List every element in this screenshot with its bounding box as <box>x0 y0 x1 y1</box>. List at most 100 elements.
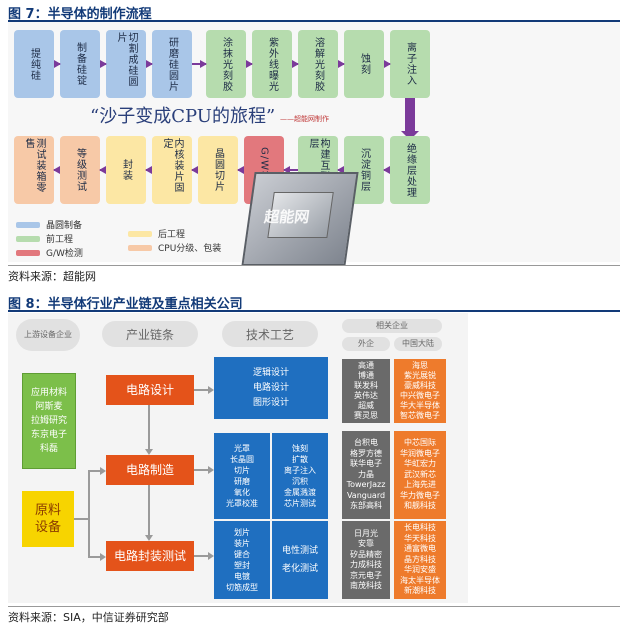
legend-label: 晶圆制备 <box>46 221 83 231</box>
connector-arrowhead <box>100 553 106 561</box>
company-list: 海思 紫光展锐 豪威科技 中兴微电子 华大半导体 智芯微电子 <box>400 361 440 421</box>
step-label: 研磨硅圆片 <box>166 36 178 92</box>
connector-arrowhead <box>208 552 214 560</box>
company: 豪威科技 <box>404 381 436 390</box>
company: 联发科 <box>354 381 378 390</box>
flow-arrow <box>191 166 198 174</box>
header-tech: 技术工艺 <box>222 321 318 347</box>
tech-manufacture-left-box: 光罩 长晶圆 切片 研磨 氧化 光罩校准 <box>214 433 270 519</box>
company: 上海先进 <box>404 480 436 490</box>
connector-line <box>88 556 100 558</box>
step-purify-silicon: 提纯硅 <box>14 30 54 98</box>
company: 通富微电 <box>404 544 436 554</box>
legend-label: 前工程 <box>46 235 74 245</box>
company: TowerJazz <box>346 480 386 490</box>
source-rule <box>8 265 620 266</box>
company: 台积电 <box>354 438 378 448</box>
step-label: 晶圆切片 <box>212 148 224 192</box>
legend-label: G/W检测 <box>46 249 83 259</box>
stage-package-test: 电路封装测试 <box>106 541 194 571</box>
tech-list: 光罩 长晶圆 切片 研磨 氧化 光罩校准 <box>226 443 258 509</box>
step-label: 测试装箱零售 <box>23 138 45 193</box>
company: 博通 <box>358 371 374 380</box>
step-apply-photoresist: 涂抹光刻胶 <box>206 30 246 98</box>
company: 科磊 <box>39 444 58 454</box>
tech-item: 金属溅渡 <box>284 488 316 497</box>
tech-item: 长晶圆 <box>230 455 254 464</box>
step-test-pack-retail: 测试装箱零售 <box>14 136 54 204</box>
company: 晶方科技 <box>404 554 436 564</box>
company: 力晶 <box>358 469 374 479</box>
tech-item: 图形设计 <box>252 397 289 408</box>
company: Vanguard <box>346 490 386 500</box>
company: 安靠 <box>358 539 374 548</box>
tech-item: 电路设计 <box>252 382 289 393</box>
flow-arrow <box>383 166 390 174</box>
foreign-design-box: 高通 博通 联发科 英伟达 超威 赛灵思 <box>342 359 390 423</box>
header-related: 相关企业 <box>342 319 442 333</box>
company: 海太半导体 <box>400 575 440 585</box>
company-list: 台积电 格罗方德 联华电子 力晶 TowerJazz Vanguard 东部高科 <box>347 438 386 512</box>
step-dissolve-photoresist: 溶解光刻胶 <box>298 30 338 98</box>
flow-arrow <box>146 60 153 68</box>
company: 矽品精密 <box>350 549 382 559</box>
source-rule <box>8 606 620 607</box>
step-etch: 蚀刻 <box>344 30 384 98</box>
tech-list: 逻辑设计 电路设计 图形设计 <box>253 366 289 411</box>
connector-line <box>74 518 88 520</box>
connector-arrowhead <box>145 535 153 541</box>
company: 英伟达 <box>354 391 378 400</box>
company: 赛灵思 <box>354 411 378 420</box>
company: 超威 <box>358 401 374 410</box>
tech-item: 切片 <box>234 466 250 475</box>
company: 格罗方德 <box>350 448 382 458</box>
step-make-ingot: 制备硅锭 <box>60 30 100 98</box>
company: 南茂科技 <box>350 581 382 590</box>
legend-wafer: 晶圆制备 <box>16 218 82 231</box>
company: 阿斯麦 <box>35 402 63 412</box>
flow-arrow <box>54 60 61 68</box>
connector-line <box>194 389 208 391</box>
company: 华天科技 <box>404 533 436 543</box>
tech-item: 键合 <box>234 550 250 559</box>
legend-swatch <box>128 244 152 251</box>
company-list: 日月光 安靠 矽品精密 力成科技 京元电子 南茂科技 <box>350 529 382 592</box>
step-label: 离子注入 <box>404 42 416 86</box>
tech-item: 光罩校准 <box>226 499 258 508</box>
legend-back: 后工程 <box>128 227 185 240</box>
step-label: 制备硅锭 <box>74 42 86 86</box>
tech-item: 逻辑设计 <box>252 367 289 378</box>
tech-item: 切筋成型 <box>226 583 258 592</box>
step-label: 构建互联铜层 <box>307 138 329 193</box>
legend-label: CPU分级、包装 <box>158 244 222 254</box>
connector-line <box>88 470 100 472</box>
tech-list: 划片 装片 键合 塑封 电镀 切筋成型 <box>226 527 258 593</box>
company: 应用材料 <box>30 388 67 398</box>
legend-swatch <box>16 249 40 256</box>
figure8-title: 图 8：半导体行业产业链及重点相关公司 <box>8 297 243 312</box>
tech-list: 蚀刻 扩散 离子注入 沉积 金属溅渡 芯片测试 <box>284 443 316 509</box>
tech-item: 装片 <box>234 539 250 548</box>
company: 华润微电子 <box>400 448 440 458</box>
step-uv-exposure: 紫外线曝光 <box>252 30 292 98</box>
step-dice-wafer: 晶圆切片 <box>198 136 238 204</box>
flow-arrow <box>283 166 298 174</box>
tech-list: 电性测试 老化测试 <box>282 542 318 578</box>
legend-swatch <box>16 221 40 228</box>
company: 和舰科技 <box>404 501 436 511</box>
company: 武汉新芯 <box>404 469 436 479</box>
connector-line <box>194 555 208 557</box>
connector-line <box>148 405 150 449</box>
company: 新潮科技 <box>404 586 436 596</box>
step-package: 封装 <box>106 136 146 204</box>
company: 华润安盛 <box>404 565 436 575</box>
header-upstream: 上游设备企业 <box>16 319 80 351</box>
stage-design: 电路设计 <box>106 375 194 405</box>
tech-package-right-box: 电性测试 老化测试 <box>272 521 328 599</box>
flow-arrow <box>100 60 107 68</box>
tech-design-box: 逻辑设计 电路设计 图形设计 <box>214 357 328 419</box>
company-list: 中芯国际 华润微电子 华虹宏力 武汉新芯 上海先进 华力微电子 和舰科技 <box>400 438 440 512</box>
tech-item: 芯片测试 <box>284 499 316 508</box>
china-manufacture-box: 中芯国际 华润微电子 华虹宏力 武汉新芯 上海先进 华力微电子 和舰科技 <box>394 431 446 519</box>
stage-manufacture: 电路制造 <box>106 455 194 485</box>
